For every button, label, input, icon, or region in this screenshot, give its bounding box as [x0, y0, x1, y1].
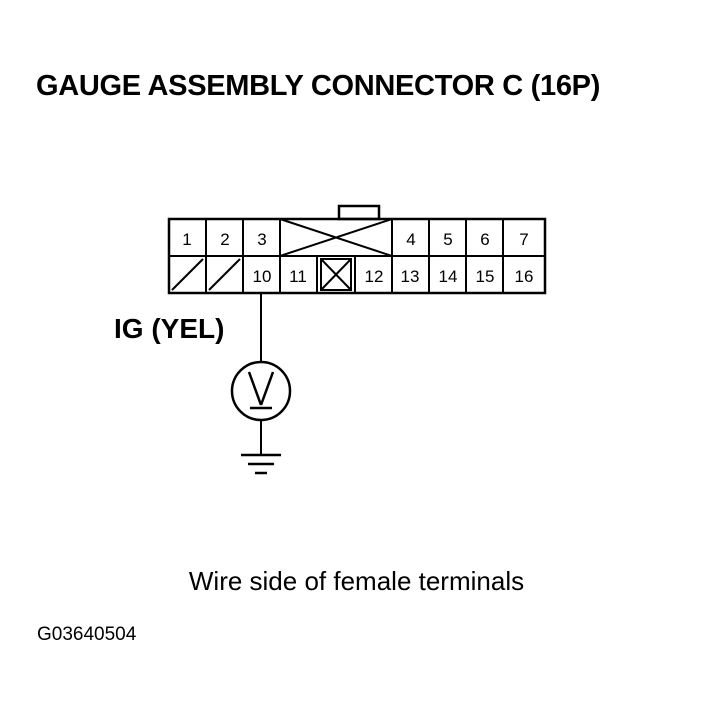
pin-label: 16	[515, 267, 534, 286]
unused-cavity-8	[171, 258, 204, 291]
pin-label: 6	[480, 230, 489, 249]
pin-label: 10	[253, 267, 272, 286]
pin-label: 3	[257, 230, 266, 249]
wire-label: IG (YEL)	[114, 313, 225, 344]
unused-cavity-9	[208, 258, 241, 291]
pin-label: 13	[401, 267, 420, 286]
voltmeter-icon	[230, 360, 292, 422]
blank-cavity-cross	[320, 258, 352, 291]
pin-label: 5	[443, 230, 452, 249]
caption: Wire side of female terminals	[188, 566, 525, 596]
pin-label: 7	[519, 230, 528, 249]
connector-lock-tab	[337, 204, 381, 221]
pin-label: 15	[476, 267, 495, 286]
pin-label: 1	[182, 230, 191, 249]
figure-code: G03640504	[37, 624, 137, 645]
pin-label: 12	[365, 267, 384, 286]
blank-cavity-box	[320, 258, 352, 291]
pin-label: 14	[439, 267, 458, 286]
pin-label: 11	[289, 267, 307, 286]
diagram-title: GAUGE ASSEMBLY CONNECTOR C (16P)	[36, 70, 601, 102]
blank-cavity-cross	[279, 218, 393, 257]
pin-label: 2	[220, 230, 229, 249]
pin-label: 4	[406, 230, 415, 249]
voltmeter-v-stroke	[247, 371, 263, 406]
voltmeter-v-stroke	[259, 371, 275, 406]
